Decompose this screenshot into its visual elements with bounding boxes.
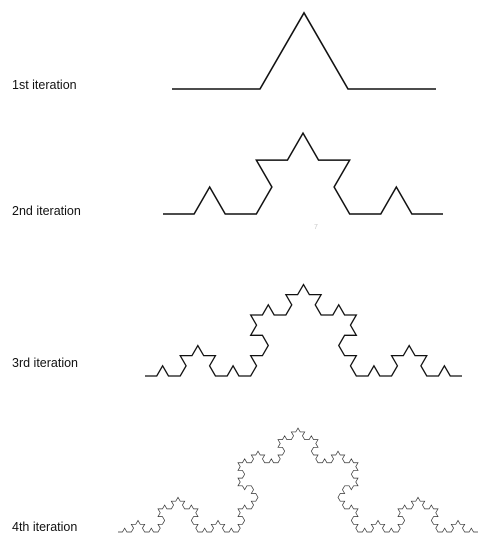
- stray-mark: 7: [314, 224, 318, 231]
- iteration-label-4: 4th iteration: [12, 520, 78, 534]
- koch-curve-iteration-4: [118, 427, 478, 533]
- koch-curve-iteration-2: [163, 131, 443, 215]
- iteration-label-2: 2nd iteration: [12, 204, 81, 218]
- iteration-label-1: 1st iteration: [12, 78, 77, 92]
- koch-curve-iteration-1: [172, 11, 436, 90]
- koch-curve-iteration-3: [145, 283, 462, 377]
- iteration-label-3: 3rd iteration: [12, 356, 79, 370]
